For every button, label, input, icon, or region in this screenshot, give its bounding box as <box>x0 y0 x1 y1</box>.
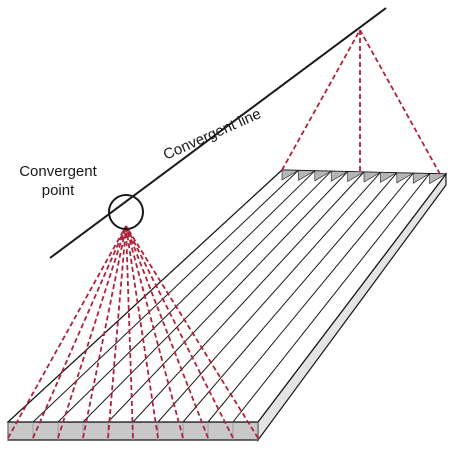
front-projection-ray <box>107 225 127 439</box>
convergent-line <box>49 7 387 259</box>
far-edge-teeth <box>281 169 448 185</box>
front-projection-ray <box>32 225 127 439</box>
far-edge-tooth <box>429 173 448 185</box>
far-edge-tooth <box>298 170 316 181</box>
top-projection-right-ray <box>359 29 441 175</box>
front-projection-ray <box>125 225 209 439</box>
front-projection-fan <box>7 225 259 439</box>
far-edge-tooth <box>281 169 300 181</box>
convergent-point-label-line1: Convergent <box>19 163 97 180</box>
top-projection-left-ray <box>281 29 361 171</box>
far-edge-tooth <box>347 171 366 183</box>
front-projection-ray <box>125 225 184 439</box>
top-projection-fan <box>281 29 441 175</box>
front-projection-ray <box>125 225 159 439</box>
septum-line <box>182 172 398 423</box>
convergent-line-label: Convergent line <box>161 105 264 163</box>
convergent-point-label-line2: point <box>42 182 75 199</box>
septum-line <box>232 173 430 423</box>
septum-line <box>32 170 299 423</box>
far-edge-tooth <box>396 172 415 184</box>
front-projection-ray <box>125 225 134 439</box>
far-edge-tooth <box>314 170 333 182</box>
septum-line <box>107 171 348 423</box>
far-edge-tooth <box>363 171 382 183</box>
septum-line <box>157 172 381 423</box>
septum-line <box>82 170 332 423</box>
front-projection-ray <box>7 225 127 439</box>
front-projection-ray <box>57 225 127 439</box>
far-edge-tooth <box>330 170 349 182</box>
front-projection-ray <box>125 225 259 439</box>
front-projection-ray <box>82 225 127 439</box>
far-edge-tooth <box>412 172 431 184</box>
septum-line <box>257 173 447 423</box>
collimator-top-face <box>6 169 448 423</box>
septum-line <box>57 170 316 423</box>
far-edge-tooth <box>380 172 398 183</box>
convergent-point-circle <box>108 194 144 230</box>
septum-line <box>132 171 365 423</box>
septum-line <box>207 172 414 423</box>
